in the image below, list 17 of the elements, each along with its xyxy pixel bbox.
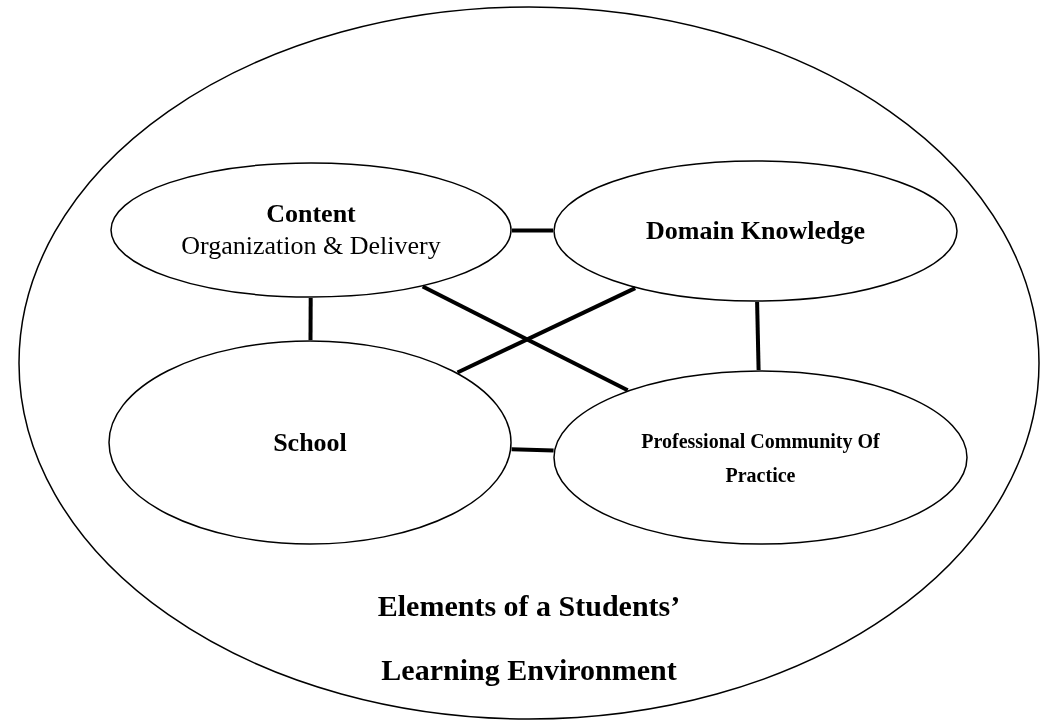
node-subtitle: Organization & Delivery: [181, 230, 441, 262]
connector-line: [456, 286, 637, 375]
connector-line: [421, 284, 629, 393]
oval-node: [553, 160, 958, 302]
node-title: Elements of a Students’ Learning Environment: [376, 588, 682, 688]
node-title: Professional Community Of Practice: [640, 428, 881, 488]
node-title: Content: [266, 198, 356, 230]
oval-node: [553, 370, 968, 545]
oval-node: [110, 162, 512, 298]
oval-node: [18, 6, 1040, 720]
node-title: Domain Knowledge: [646, 215, 865, 247]
connector-line: [511, 447, 554, 453]
connector-line: [308, 298, 313, 340]
node-title: School: [273, 426, 347, 459]
connector-line: [755, 301, 761, 371]
connector-line: [512, 228, 553, 233]
oval-node: [108, 340, 512, 545]
